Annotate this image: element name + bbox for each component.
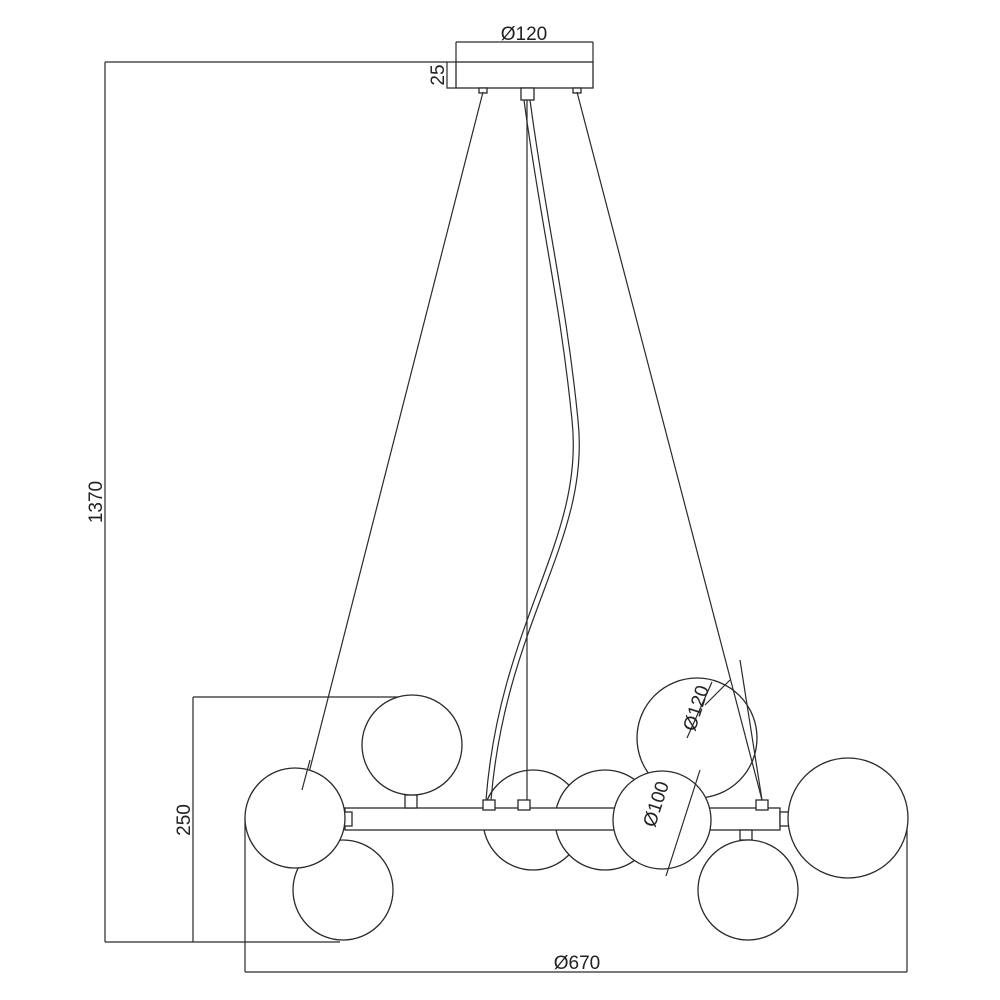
bar-mount xyxy=(755,799,769,811)
horizontal-bar xyxy=(344,807,781,831)
body-height-dimension xyxy=(192,696,412,942)
diameter-leader-120 xyxy=(686,681,713,739)
wire-right xyxy=(576,91,763,801)
globe-socket xyxy=(404,794,418,809)
power-cable xyxy=(485,99,574,801)
overall-diameter-dimension xyxy=(244,818,908,973)
globe-socket xyxy=(739,829,753,841)
suspension xyxy=(301,91,763,801)
canopy-height-label: 25 xyxy=(428,64,449,85)
diameter-leader-100 xyxy=(665,769,701,877)
canopy-diameter-dimension xyxy=(455,41,594,62)
globe-bottom-left xyxy=(292,839,394,941)
globe-bottom-right xyxy=(697,839,799,941)
globe-left xyxy=(244,767,346,869)
globe-right xyxy=(787,757,909,879)
ceiling-canopy xyxy=(455,61,594,89)
bar-mount xyxy=(482,799,496,811)
globe-top-left xyxy=(361,694,463,796)
globe-center-front xyxy=(612,770,712,870)
dimension-lines xyxy=(104,41,908,973)
body-height-label: 250 xyxy=(174,804,195,836)
overall-height-label: 1370 xyxy=(86,481,107,523)
bar-mount xyxy=(517,799,531,811)
cable-grip xyxy=(520,87,535,101)
canopy-diameter-label: Ø120 xyxy=(501,24,547,45)
canopy-height-dimension xyxy=(446,62,456,89)
wire-left xyxy=(301,91,484,801)
overall-height-dimension xyxy=(104,61,456,943)
overall-diameter-label: Ø670 xyxy=(554,953,600,974)
